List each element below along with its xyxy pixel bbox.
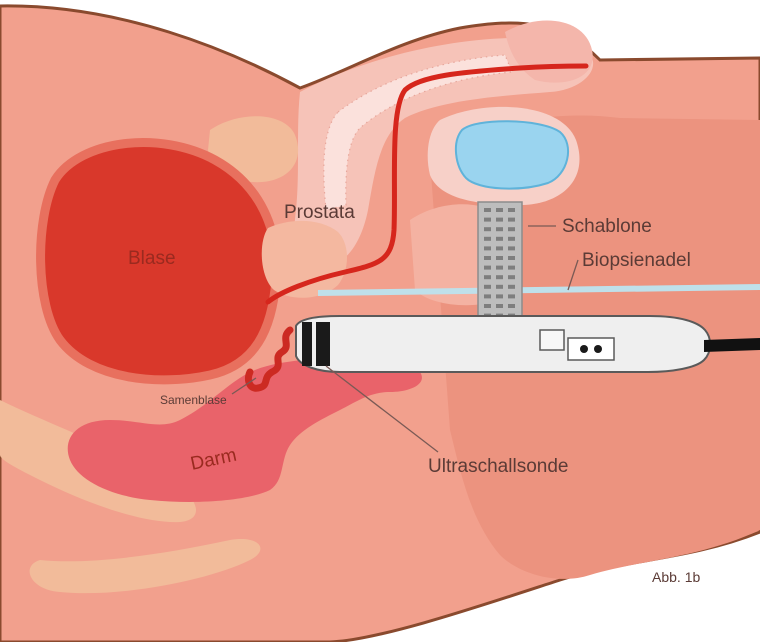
schablone-hole	[508, 304, 515, 308]
label-blase: Blase	[128, 248, 176, 269]
schablone-hole	[496, 218, 503, 222]
schablone-hole	[508, 208, 515, 212]
schablone-grid	[478, 202, 522, 324]
label-samenblase: Samenblase	[160, 393, 227, 407]
schablone-hole	[484, 256, 491, 260]
schablone-hole	[508, 275, 515, 279]
schablone-hole	[484, 218, 491, 222]
label-biopsienadel: Biopsienadel	[582, 250, 691, 271]
schablone-hole	[496, 256, 503, 260]
schablone-hole	[508, 227, 515, 231]
schablone-hole	[484, 227, 491, 231]
schablone-hole	[496, 294, 503, 298]
schablone-hole	[496, 237, 503, 241]
schablone-hole	[484, 237, 491, 241]
schablone-hole	[508, 285, 515, 289]
label-ultraschallsonde: Ultraschallsonde	[428, 456, 568, 477]
schablone-hole	[508, 294, 515, 298]
label-schablone: Schablone	[562, 216, 652, 237]
schablone-hole	[496, 304, 503, 308]
ultraschallsonde-probe	[296, 316, 760, 372]
schablone-hole	[496, 208, 503, 212]
schablone-hole	[484, 304, 491, 308]
schablone-hole	[484, 294, 491, 298]
schablone-hole	[496, 266, 503, 270]
schablone-hole	[484, 285, 491, 289]
schablone-hole	[508, 266, 515, 270]
schablone-hole	[496, 285, 503, 289]
schablone-hole	[508, 237, 515, 241]
figure-caption: Abb. 1b	[652, 569, 700, 585]
schablone-hole	[496, 227, 503, 231]
schablone-hole	[496, 246, 503, 250]
schablone-hole	[484, 246, 491, 250]
schablone-hole	[508, 246, 515, 250]
testis	[456, 121, 568, 188]
schablone-hole	[496, 275, 503, 279]
schablone-hole	[508, 256, 515, 260]
schablone-hole	[484, 266, 491, 270]
schablone-hole	[484, 275, 491, 279]
schablone-hole	[508, 218, 515, 222]
label-prostata: Prostata	[284, 202, 355, 223]
schablone-hole	[484, 208, 491, 212]
